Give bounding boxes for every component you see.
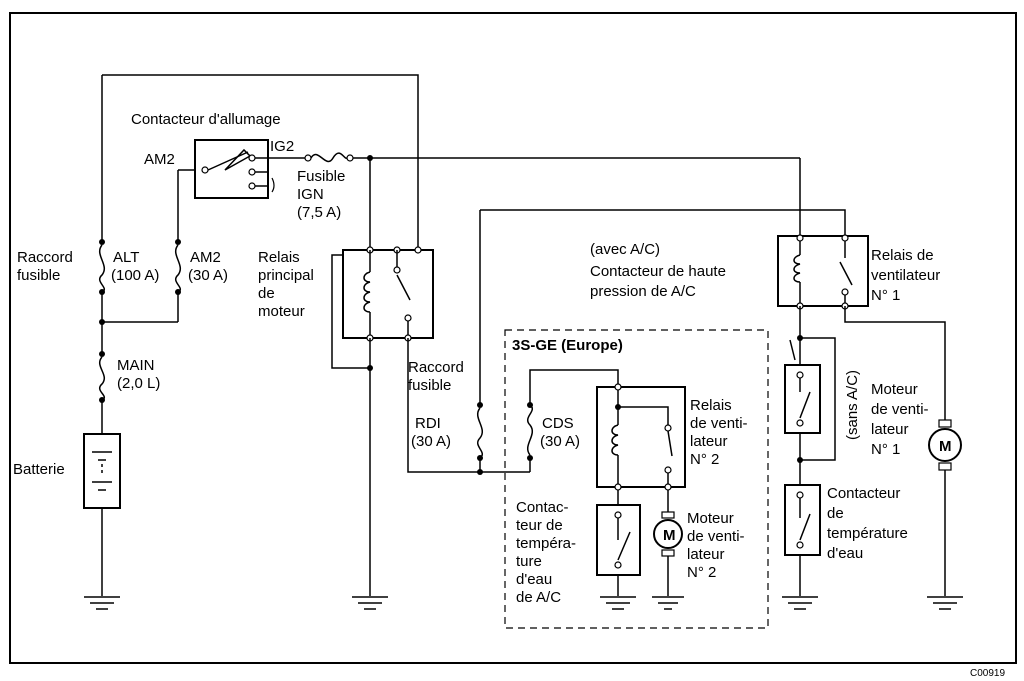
fan-relay-2-label-1: Relais: [690, 397, 732, 414]
ac-temp-switch-label-2: teur de: [516, 517, 563, 534]
main-fuse-rating: (2,0 L): [117, 375, 160, 392]
main-relay-symbol: [342, 246, 434, 342]
hp-switch-symbol: [784, 364, 821, 485]
fan-motor-2-label-4: N° 2: [687, 564, 716, 581]
fan-relay-1-symbol: [777, 234, 869, 310]
ac-temp-switch-label-3: tempéra-: [516, 535, 576, 552]
ground-ac-temp: [600, 596, 636, 610]
ign-fuse-label-3: (7,5 A): [297, 204, 341, 221]
raccord-fusible-mid-1: Raccord: [408, 359, 464, 376]
fan-motor-2-label-3: lateur: [687, 546, 725, 563]
hp-switch-label-1: Contacteur de haute: [590, 263, 726, 280]
fan-relay-2-label-3: lateur: [690, 433, 728, 450]
figure-code: C00919: [970, 668, 1005, 679]
am2-fuse-label: AM2: [190, 249, 221, 266]
fan-relay-1-label-2: ventilateur: [871, 267, 940, 284]
frame: [9, 12, 1017, 664]
with-ac-label: (avec A/C): [590, 241, 660, 258]
raccord-fusible-left-2: fusible: [17, 267, 60, 284]
fan-motor-1-label-1: Moteur: [871, 381, 918, 398]
ign-fuse-label-2: IGN: [297, 186, 324, 203]
motor-2-m-symbol: M: [663, 527, 676, 544]
raccord-fusible-mid-2: fusible: [408, 377, 451, 394]
alt-fuse-label: ALT: [113, 249, 139, 266]
main-relay-label-2: principal: [258, 267, 314, 284]
rdi-fuse-rating: (30 A): [411, 433, 451, 450]
main-circuit-wires: [101, 74, 801, 596]
fan-motor-2-symbol: [653, 490, 683, 596]
cds-fuse-label: CDS: [542, 415, 574, 432]
fan-motor-2-label-1: Moteur: [687, 510, 734, 527]
cds-fuse-rating: (30 A): [540, 433, 580, 450]
battery-label: Batterie: [13, 461, 65, 478]
raccord-fusible-left-1: Raccord: [17, 249, 73, 266]
rdi-fuse-label: RDI: [415, 415, 441, 432]
water-temp-switch-label-1: Contacteur: [827, 485, 900, 502]
ignition-switch-symbol: [194, 139, 275, 199]
without-ac-label: (sans A/C): [844, 370, 861, 440]
fan-relay-1-wires: [789, 306, 946, 461]
main-fusible-link: [99, 351, 105, 403]
europe-variant-box: [504, 329, 769, 629]
fan-relay-2-label-4: N° 2: [690, 451, 719, 468]
ground-fan-motor-2: [652, 596, 684, 610]
ac-temp-switch-label-4: ture: [516, 553, 542, 570]
ground-main-relay: [352, 596, 388, 610]
ig2-terminal-label: IG2: [270, 138, 294, 155]
fan-motor-1-label-4: N° 1: [871, 441, 900, 458]
fan-relay-2-label-2: de venti-: [690, 415, 748, 432]
main-fuse-label: MAIN: [117, 357, 155, 374]
ground-fan-motor-1: [927, 596, 963, 610]
ignition-switch-label: Contacteur d'allumage: [131, 111, 281, 128]
rdi-fusible-link: [477, 209, 846, 475]
water-temp-switch-symbol: [784, 484, 821, 596]
ac-temp-switch-label-1: Contac-: [516, 499, 569, 516]
fan-relay-2-symbol: [596, 383, 686, 491]
ign-fuse-symbol: [304, 152, 373, 163]
fan-motor-1-label-3: lateur: [871, 421, 909, 438]
main-relay-label-3: de: [258, 285, 275, 302]
fan-relay-1-label-1: Relais de: [871, 247, 934, 264]
alt-fuse-rating: (100 A): [111, 267, 159, 284]
europe-box-title: 3S-GE (Europe): [512, 337, 623, 354]
am2-fusible-link: [175, 239, 181, 295]
am2-fuse-rating: (30 A): [188, 267, 228, 284]
ac-temp-switch-symbol: [596, 490, 641, 596]
ac-temp-switch-label-5: d'eau: [516, 571, 552, 588]
alt-fusible-link: [99, 239, 105, 295]
fan-motor-1-symbol: [928, 419, 962, 596]
ground-battery: [84, 596, 120, 610]
main-relay-label-4: moteur: [258, 303, 305, 320]
ign-fuse-label-1: Fusible: [297, 168, 345, 185]
battery-symbol: [83, 433, 121, 509]
fan-relay-1-label-3: N° 1: [871, 287, 900, 304]
motor-1-m-symbol: M: [939, 438, 952, 455]
main-relay-label-1: Relais: [258, 249, 300, 266]
water-temp-switch-label-4: d'eau: [827, 545, 863, 562]
cds-fusible-link: [527, 369, 619, 472]
ac-temp-switch-label-6: de A/C: [516, 589, 561, 606]
fan-motor-2-label-2: de venti-: [687, 528, 745, 545]
hp-switch-label-2: pression de A/C: [590, 283, 696, 300]
fan-motor-1-label-2: de venti-: [871, 401, 929, 418]
ground-water-temp: [782, 596, 818, 610]
water-temp-switch-label-3: température: [827, 525, 908, 542]
main-relay-wires: [331, 254, 530, 596]
water-temp-switch-label-2: de: [827, 505, 844, 522]
am2-terminal-label: AM2: [144, 151, 175, 168]
